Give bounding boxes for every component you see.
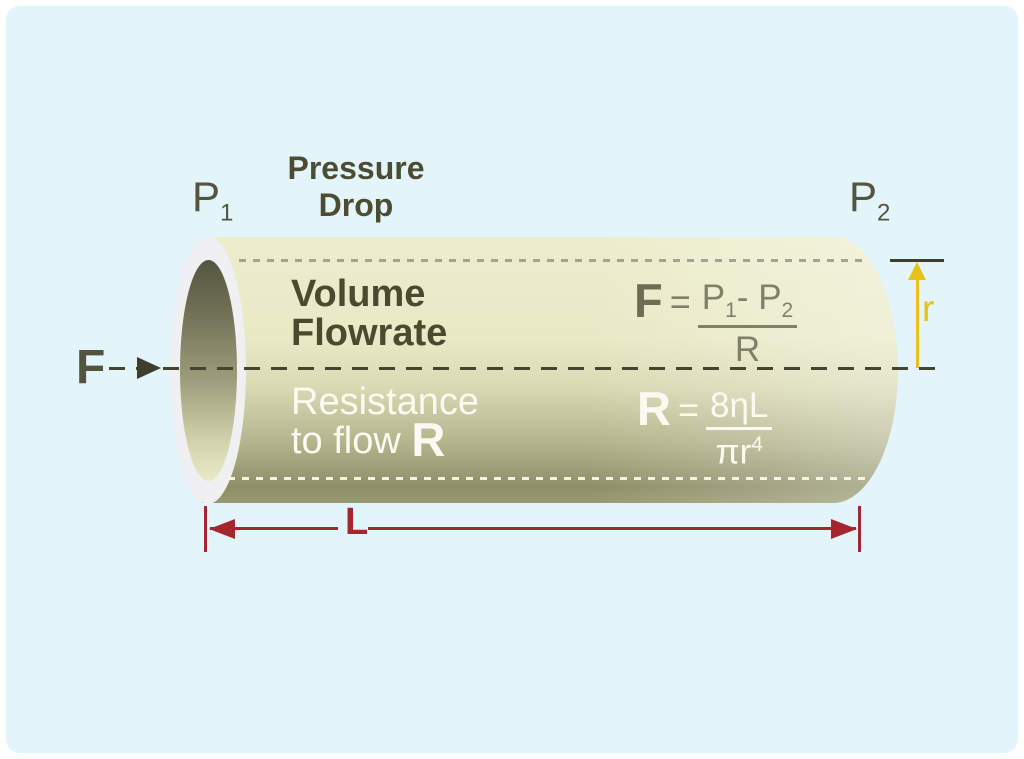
length-label: L xyxy=(345,501,369,543)
num-p2: P xyxy=(758,278,782,317)
num-minus: - xyxy=(736,278,759,317)
flowrate-formula-fraction: P1- P2 R xyxy=(697,278,798,370)
flow-symbol-label: F xyxy=(76,341,106,394)
pressure-drop-line2: Drop xyxy=(318,187,394,223)
length-dimension-line-right xyxy=(368,527,856,530)
resistance-formula-denominator: πr4 xyxy=(715,430,763,472)
resistance-to-flow-label: Resistance to flow R xyxy=(291,381,479,463)
num-p1: P xyxy=(701,278,726,317)
radius-top-tick xyxy=(890,259,944,262)
num-p1-sub: 1 xyxy=(725,299,737,322)
resistance-line2: to flow R xyxy=(291,416,479,463)
volume-flowrate-label: Volume Flowrate xyxy=(291,275,447,353)
radius-label: r xyxy=(922,288,935,329)
flowrate-formula-numerator: P1- P2 xyxy=(697,278,798,328)
pressure-drop-line1: Pressure xyxy=(287,150,425,186)
p2-base: P xyxy=(849,173,878,220)
background-panel: F P1 P2 Pressure Drop Volume Flowrate Re… xyxy=(6,6,1018,753)
length-dimension-line-left xyxy=(210,527,338,530)
resistance-formula-numerator: 8ηL xyxy=(705,388,773,430)
volume-flowrate-line2: Flowrate xyxy=(291,312,448,354)
resistance-formula-fraction: 8ηL πr4 xyxy=(705,388,773,472)
p1-subscript: 1 xyxy=(220,199,234,227)
flow-direction-arrowhead-icon xyxy=(137,357,161,379)
resistance-symbol: R xyxy=(411,413,446,466)
pressure-p1-label: P1 xyxy=(192,176,233,225)
pressure-drop-title: Pressure Drop xyxy=(246,150,466,224)
den-exponent: 4 xyxy=(751,433,763,456)
radius-dimension-line xyxy=(916,274,919,368)
pipe-top-dotted-guide xyxy=(239,259,868,262)
flowrate-formula: F = P1- P2 R xyxy=(634,274,798,370)
flowrate-formula-denominator: R xyxy=(734,330,761,369)
p2-subscript: 2 xyxy=(877,199,891,227)
resistance-formula-equals: = xyxy=(677,389,699,430)
flow-axis-dashed-line xyxy=(109,367,944,370)
pipe-opening-interior xyxy=(180,260,237,481)
p1-base: P xyxy=(192,173,221,220)
num-p2-sub: 2 xyxy=(781,299,794,322)
flowrate-formula-lhs: F xyxy=(634,274,663,327)
resistance-formula-lhs: R xyxy=(637,382,671,435)
radius-arrowhead-up-icon xyxy=(908,262,926,280)
length-arrowhead-right-icon xyxy=(831,519,857,539)
pressure-p2-label: P2 xyxy=(849,176,890,225)
pipe-bottom-dotted-guide xyxy=(228,477,866,480)
pipe-body xyxy=(202,237,898,503)
length-dimension-tick-right xyxy=(858,506,861,552)
resistance-formula: R = 8ηL πr4 xyxy=(637,382,773,472)
resistance-line1: Resistance xyxy=(291,381,479,423)
resistance-line2-text: to flow xyxy=(291,420,401,462)
den-base: πr xyxy=(715,432,752,472)
volume-flowrate-line1: Volume xyxy=(291,273,426,315)
length-arrowhead-left-icon xyxy=(209,519,235,539)
flowrate-formula-equals: = xyxy=(669,281,691,322)
length-dimension-tick-left xyxy=(204,506,207,552)
